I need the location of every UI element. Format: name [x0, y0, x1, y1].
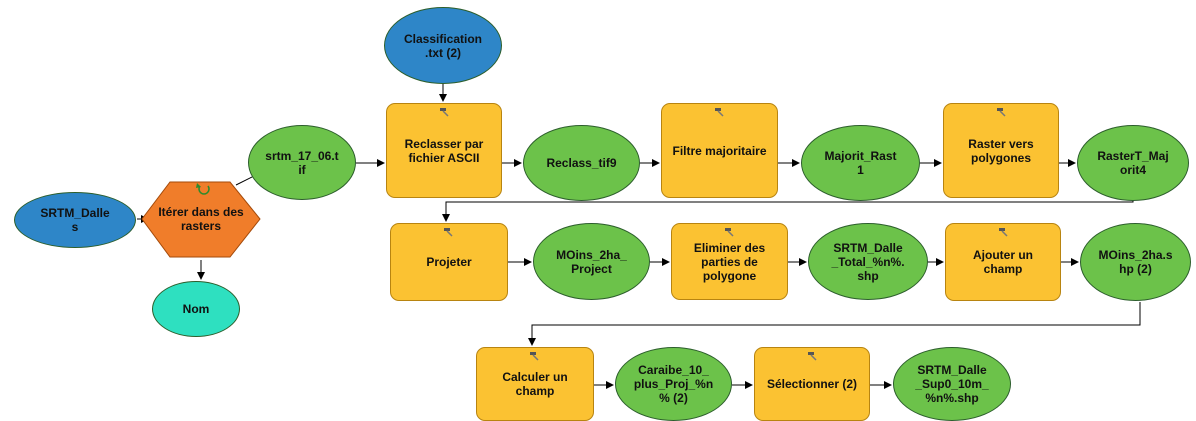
srtm-dalles-input[interactable]: SRTM_Dalle s: [14, 192, 136, 248]
rastert-majorit-data[interactable]: RasterT_Maj orit4: [1077, 125, 1189, 201]
srtm-sup-label: SRTM_Dalle _Sup0_10m_ %n%.shp: [915, 363, 989, 405]
classification-label: Classification .txt (2): [403, 31, 483, 60]
filtre-label: Filtre majoritaire: [672, 143, 767, 158]
calculer-un-champ-tool[interactable]: Calculer un champ: [476, 347, 594, 421]
reclass-tif9-label: Reclass_tif9: [546, 156, 617, 170]
hammer-icon: [712, 106, 726, 117]
reclass-tif9-data[interactable]: Reclass_tif9: [523, 125, 640, 201]
hammer-icon: [996, 226, 1010, 237]
iterer-dans-des-rasters-iterator[interactable]: Itérer dans des rasters: [144, 196, 258, 242]
calculer-label: Calculer un champ: [502, 370, 568, 398]
hammer-icon: [437, 106, 451, 117]
majorit-label: Majorit_Rast 1: [824, 149, 897, 177]
moins-2ha-project-data[interactable]: MOins_2ha_ Project: [533, 223, 650, 300]
majorit-rast-data[interactable]: Majorit_Rast 1: [801, 125, 920, 201]
caraibe-data[interactable]: Caraibe_10_ plus_Proj_%n % (2): [615, 347, 732, 421]
nom-label: Nom: [182, 302, 210, 316]
filtre-majoritaire-tool[interactable]: Filtre majoritaire: [661, 103, 778, 198]
reclasser-label: Reclasser par fichier ASCII: [404, 136, 484, 165]
srtm-total-data[interactable]: SRTM_Dalle _Total_%n%. shp: [808, 223, 928, 300]
hammer-icon: [441, 226, 455, 237]
srtm-dalles-label: SRTM_Dalle s: [40, 206, 110, 234]
moins-project-label: MOins_2ha_ Project: [556, 247, 627, 276]
ajouter-un-champ-tool[interactable]: Ajouter un champ: [945, 223, 1061, 301]
caraibe-label: Caraibe_10_ plus_Proj_%n % (2): [633, 363, 714, 405]
projeter-label: Projeter: [426, 255, 472, 269]
srtm-tif-data[interactable]: srtm_17_06.t if: [248, 125, 356, 200]
srtm-sup-data[interactable]: SRTM_Dalle _Sup0_10m_ %n%.shp: [893, 347, 1011, 421]
raster-vers-polygones-tool[interactable]: Raster vers polygones: [943, 103, 1059, 198]
classification-txt-input[interactable]: Classification .txt (2): [384, 7, 502, 84]
projeter-tool[interactable]: Projeter: [390, 223, 508, 301]
hammer-icon: [527, 350, 541, 361]
ajouter-label: Ajouter un champ: [973, 248, 1033, 276]
selectionner-label: Sélectionner (2): [766, 377, 858, 391]
moins-shp-label: MOins_2ha.s hp (2): [1098, 248, 1173, 276]
srtm-tif-label: srtm_17_06.t if: [265, 148, 339, 177]
hammer-icon: [805, 350, 819, 361]
rastert-label: RasterT_Maj orit4: [1097, 149, 1169, 177]
moins-2ha-shp-data[interactable]: MOins_2ha.s hp (2): [1080, 223, 1191, 301]
raster-vers-label: Raster vers polygones: [968, 136, 1034, 165]
hammer-icon: [994, 106, 1008, 117]
iterate-loop-icon: [196, 183, 210, 195]
eliminer-label: Eliminer des parties de polygone: [693, 240, 766, 283]
connector-moins-shp-to-calculer: [528, 302, 1141, 346]
iterer-label: Itérer dans des rasters: [158, 205, 244, 233]
srtm-total-label: SRTM_Dalle _Total_%n%. shp: [831, 240, 905, 283]
iterator-hexagon: [141, 181, 261, 258]
nom-variable[interactable]: Nom: [152, 281, 240, 337]
reclasser-tool[interactable]: Reclasser par fichier ASCII: [386, 103, 502, 198]
eliminer-tool[interactable]: Eliminer des parties de polygone: [671, 223, 788, 300]
selectionner-tool[interactable]: Sélectionner (2): [754, 347, 870, 421]
hammer-icon: [722, 226, 736, 237]
